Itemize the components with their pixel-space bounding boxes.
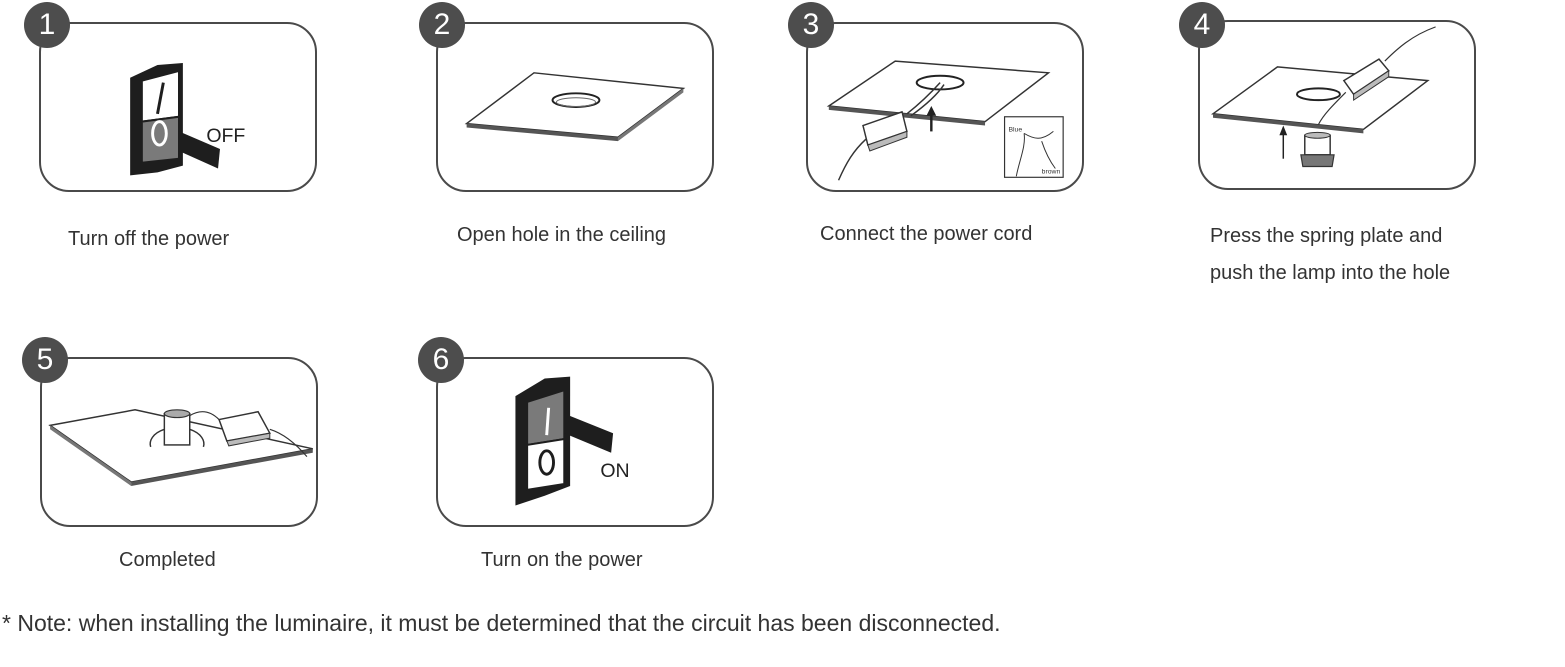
- step-4-panel: [1198, 20, 1476, 190]
- on-label: ON: [600, 460, 629, 482]
- blue-wire-label: Blue: [1008, 126, 1022, 133]
- ceiling-hole-illustration: [464, 72, 686, 142]
- brown-wire-label: brown: [1042, 168, 1061, 175]
- step-3-caption: Connect the power cord: [820, 223, 1033, 245]
- step-5-panel: [40, 357, 318, 527]
- step-1-caption: Turn off the power: [68, 228, 230, 250]
- step-6-panel: ON: [436, 357, 714, 527]
- push-lamp-illustration: [1211, 26, 1436, 168]
- step-4-caption-line-1: Press the spring plate and: [1210, 225, 1443, 247]
- switch-off-illustration: OFF: [130, 63, 245, 176]
- completed-illustration: [48, 409, 313, 486]
- step-3-badge: 3: [788, 2, 834, 48]
- step-2-caption: Open hole in the ceiling: [457, 224, 667, 246]
- safety-note: * Note: when installing the luminaire, i…: [2, 610, 1001, 636]
- step-4-caption-line-2: push the lamp into the hole: [1210, 262, 1451, 284]
- step-3-panel: Blue brown: [806, 22, 1084, 192]
- connect-cord-illustration: Blue brown: [826, 60, 1064, 181]
- step-1-badge: 1: [24, 2, 70, 48]
- step-5-caption: Completed: [119, 549, 216, 571]
- switch-on-illustration: ON: [515, 376, 630, 506]
- step-6-caption: Turn on the power: [481, 549, 643, 571]
- step-2-badge: 2: [419, 2, 465, 48]
- step-1-panel: OFF: [39, 22, 317, 192]
- step-2-panel: [436, 22, 714, 192]
- step-4-badge: 4: [1179, 2, 1225, 48]
- off-label: OFF: [206, 125, 245, 147]
- step-5-badge: 5: [22, 337, 68, 383]
- step-6-badge: 6: [418, 337, 464, 383]
